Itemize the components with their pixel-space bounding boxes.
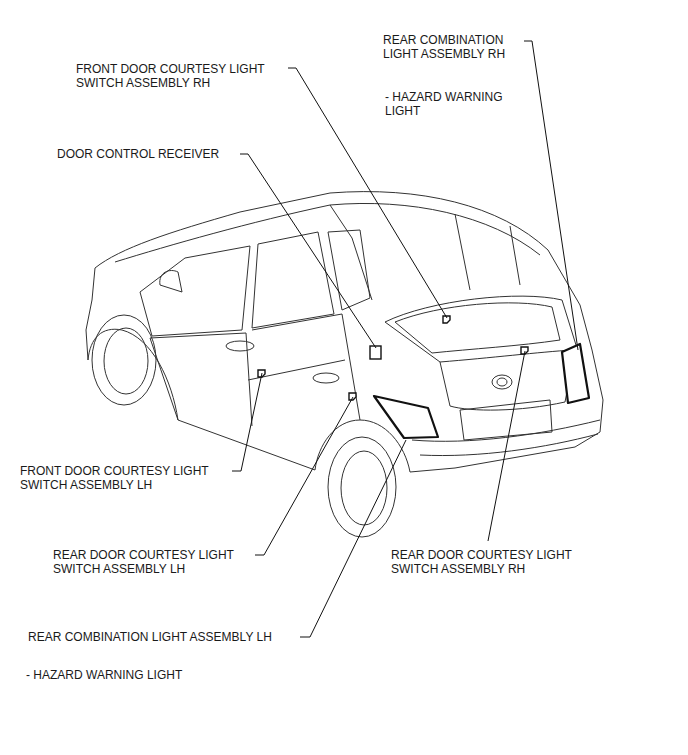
courtesy-switch: [349, 393, 356, 400]
rear-glass: [395, 303, 560, 353]
leader-line: [288, 68, 447, 318]
rear-lamp-rh: [562, 344, 589, 403]
part-label: REAR DOOR COURTESY LIGHT SWITCH ASSEMBLY…: [391, 548, 591, 576]
front-wheel: [104, 328, 148, 394]
car-body: [86, 192, 603, 472]
emblem: [492, 375, 512, 389]
rear-lamp-lh: [374, 396, 438, 438]
part-label: FRONT DOOR COURTESY LIGHT SWITCH ASSEMBL…: [76, 62, 281, 90]
rear-wheel: [328, 437, 396, 537]
mirror: [160, 271, 182, 292]
emblem: [497, 378, 507, 386]
roof-line: [115, 203, 540, 262]
door-handle: [313, 373, 339, 383]
front-window: [140, 246, 250, 336]
door-handle: [226, 341, 254, 351]
pillar-line: [330, 205, 520, 300]
note-label: - HAZARD WARNING LIGHT: [385, 90, 520, 118]
leader-line: [255, 397, 353, 555]
hatch-crease: [440, 350, 572, 362]
part-label: REAR COMBINATION LIGHT ASSEMBLY LH: [28, 630, 272, 644]
leader-line: [240, 154, 376, 348]
part-label: DOOR CONTROL RECEIVER: [57, 147, 219, 161]
note-label: - HAZARD WARNING LIGHT: [26, 668, 182, 682]
rear-door-window: [252, 232, 334, 328]
leader-line: [524, 41, 578, 350]
license-plate: [460, 400, 552, 440]
rear-door: [248, 314, 360, 420]
rear-wheel: [341, 451, 387, 525]
leader-line: [488, 351, 525, 541]
leader-line: [300, 440, 406, 637]
front-wheel: [92, 315, 156, 405]
part-label: REAR DOOR COURTESY LIGHT SWITCH ASSEMBLY…: [53, 548, 253, 576]
leader-line: [232, 373, 262, 471]
part-label: REAR COMBINATION LIGHT ASSEMBLY RH: [383, 33, 523, 61]
part-label: FRONT DOOR COURTESY LIGHT SWITCH ASSEMBL…: [20, 464, 225, 492]
rear-hatch: [385, 296, 576, 410]
front-door: [150, 333, 252, 426]
quarter-window: [328, 230, 370, 310]
